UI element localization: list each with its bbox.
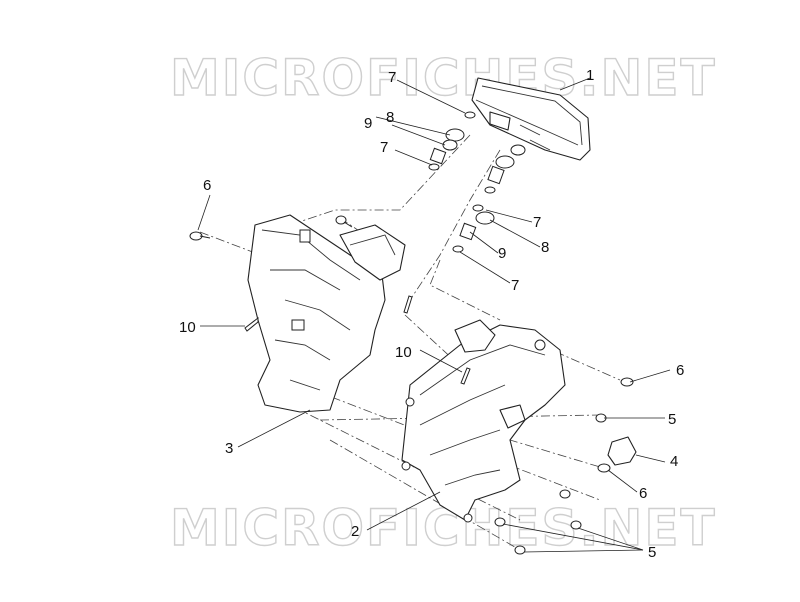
callout-4: 4 [670,453,678,470]
callout-10-left: 10 [179,319,196,336]
callout-labels: 1 7 8 9 7 6 7 8 9 7 10 10 6 5 3 4 6 2 5 [179,67,684,561]
callout-7-left: 7 [380,139,388,156]
instrument-cluster [471,77,591,161]
callout-3: 3 [225,440,233,457]
callout-7-top: 7 [388,69,396,86]
callout-7-lower: 7 [511,277,519,294]
leader-lines [197,77,671,553]
screw-6-left [189,231,211,241]
callout-2: 2 [351,523,359,540]
grommet-stack-left [428,111,476,171]
assembly-lines [199,134,621,551]
left-bracket [247,214,406,413]
callout-8-right: 8 [541,239,549,256]
callout-9-left: 9 [364,115,372,132]
screw-10-left [244,316,259,332]
callout-5-bottom: 5 [648,544,656,561]
screw-10-right [460,367,471,385]
cap [607,436,637,466]
callout-7-right: 7 [533,214,541,231]
watermark-top: MICROFICHES.NET [170,49,717,107]
callout-10-mid: 10 [395,344,412,361]
watermark-bottom: MICROFICHES.NET [170,499,717,557]
screws [189,215,634,555]
callout-6-left: 6 [203,177,211,194]
callout-1: 1 [586,67,594,84]
callout-6-lower: 6 [639,485,647,502]
callout-8-left: 8 [386,109,394,126]
right-bracket [401,319,566,523]
grommet-stack-right [452,144,526,253]
screw-6-top [335,215,353,228]
callout-5-right: 5 [668,411,676,428]
callout-6-right: 6 [676,362,684,379]
screw-10-mid [403,295,413,314]
callout-9-right: 9 [498,245,506,262]
